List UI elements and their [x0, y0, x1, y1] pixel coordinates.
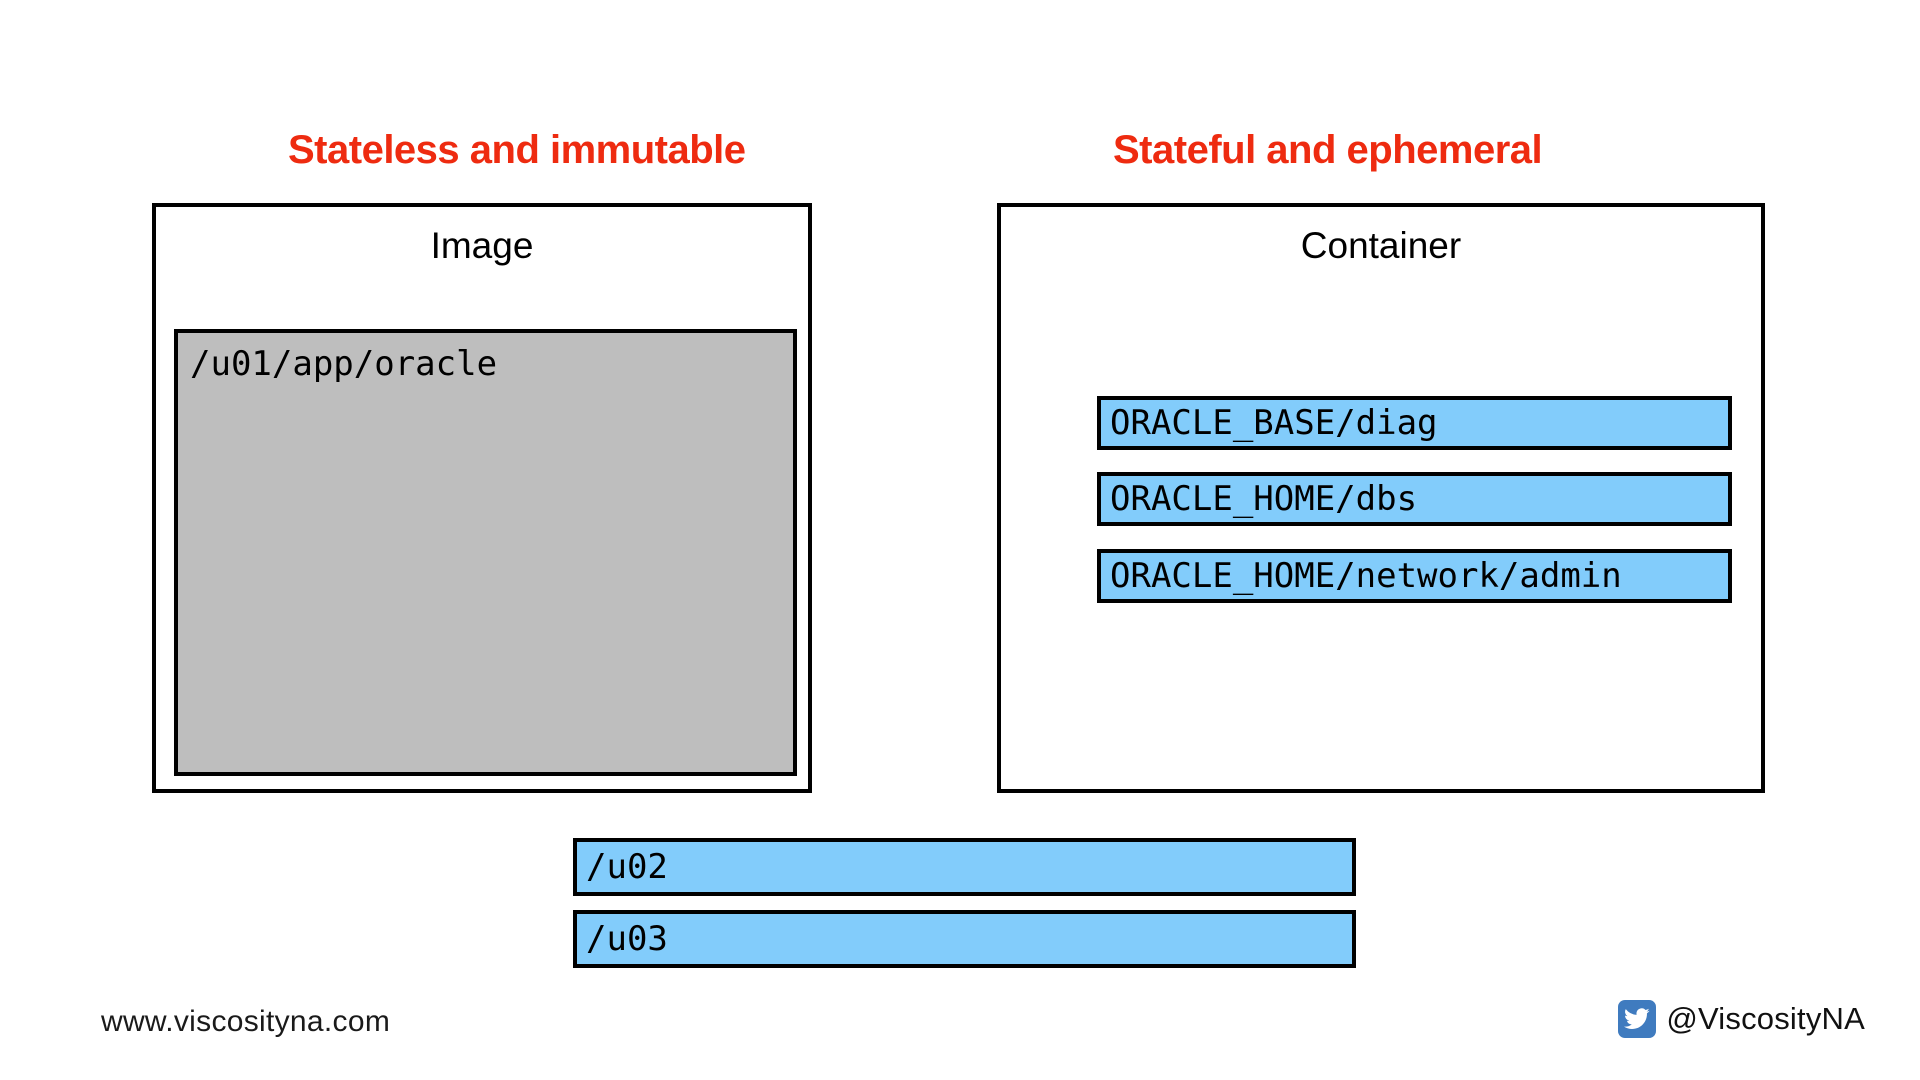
image-layer-box: /u01/app/oracle	[174, 329, 797, 776]
volume-bar-u02: /u02	[573, 838, 1356, 896]
volume-bar-oracle-base-diag: ORACLE_BASE/diag	[1097, 396, 1732, 450]
footer-website-text: www.viscosityna.com	[101, 1005, 391, 1038]
volume-bar-u03: /u03	[573, 910, 1356, 968]
footer-twitter-handle: @ViscosityNA	[1666, 1001, 1865, 1036]
volume-bar-oracle-home-dbs: ORACLE_HOME/dbs	[1097, 472, 1732, 526]
image-layer-path-label: /u01/app/oracle	[190, 344, 498, 384]
volume-label: /u03	[586, 919, 668, 959]
footer-social: @ViscosityNA	[1618, 1000, 1865, 1038]
volume-bar-oracle-home-network-admin: ORACLE_HOME/network/admin	[1097, 549, 1732, 603]
volume-label: /u02	[586, 847, 668, 887]
volume-label: ORACLE_HOME/dbs	[1110, 479, 1418, 519]
container-panel-title: Container	[1300, 225, 1462, 266]
twitter-icon	[1618, 1000, 1657, 1038]
image-panel-title: Image	[430, 225, 534, 266]
image-panel: Image /u01/app/oracle	[152, 203, 812, 793]
heading-stateful-ephemeral: Stateful and ephemeral	[1113, 128, 1543, 172]
volume-label: ORACLE_HOME/network/admin	[1110, 556, 1622, 596]
volume-label: ORACLE_BASE/diag	[1110, 403, 1438, 443]
heading-stateless-immutable: Stateless and immutable	[288, 128, 746, 172]
